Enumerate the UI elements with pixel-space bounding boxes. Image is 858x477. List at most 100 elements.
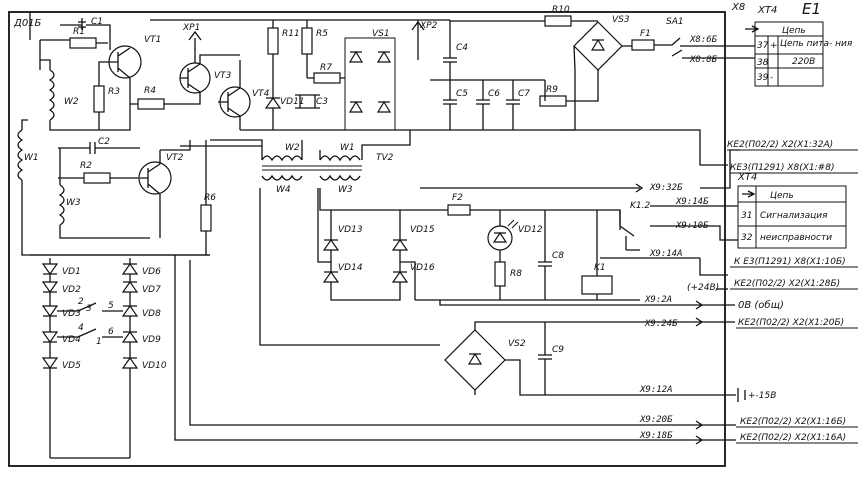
- label-r7: R7: [320, 63, 332, 73]
- resistor-r11: [267, 27, 279, 55]
- bridge-vs1-frame: [344, 37, 396, 131]
- resistor-r8: [494, 261, 506, 287]
- label-vd16: VD16: [410, 263, 435, 273]
- diode-vd5: [41, 357, 59, 370]
- label-w3b: W3: [338, 185, 353, 195]
- label-c2: C2: [98, 137, 110, 147]
- label-vs3: VS3: [612, 15, 630, 25]
- terminal-x-2a: X9:2А: [644, 295, 672, 305]
- wire: [317, 188, 416, 301]
- resistor-r7: [313, 72, 341, 84]
- table-mid-arrow: [742, 190, 756, 198]
- ext-label-2: КЕ3(П1291) Х8(Х1:#8): [730, 163, 834, 173]
- label-r4: R4: [144, 86, 156, 96]
- wire: [40, 59, 131, 131]
- terminal-x8-6b: X8:6Б: [689, 35, 718, 45]
- capacitor-c2: [58, 142, 140, 154]
- thyristor-vs1-d: [376, 100, 392, 113]
- table-top-header: Цепь: [782, 26, 806, 36]
- tv2-secondary: [261, 174, 361, 181]
- terminal-x9-12a: X9:12А: [639, 385, 673, 395]
- terminal-x-24b: X9:24Б: [644, 319, 678, 329]
- wire: [474, 359, 700, 396]
- line-x-18b: [174, 255, 704, 445]
- label-r8: R8: [510, 269, 522, 279]
- winding-w1: [17, 129, 24, 181]
- label-r9: R9: [546, 85, 558, 95]
- label-vd11: VD11: [280, 97, 305, 107]
- table-mid-grid: [738, 186, 846, 248]
- capacitor-c4-c5: [443, 20, 457, 130]
- switch-num-4: 4: [78, 323, 84, 333]
- wire: [699, 258, 728, 276]
- thyristor-vs1-b: [376, 50, 392, 63]
- label-vd4: VD4: [62, 335, 81, 345]
- connector-xt4-top: XT4: [757, 5, 777, 16]
- resistor-r3: [93, 85, 105, 113]
- wire: [60, 24, 111, 50]
- label-c8: C8: [552, 251, 564, 261]
- label-tv2: TV2: [376, 153, 394, 163]
- capacitor-c6: [476, 80, 490, 130]
- label-f2: F2: [452, 193, 463, 203]
- fuse-f1: [631, 39, 655, 51]
- table-mid-pin-32: 32: [741, 233, 753, 243]
- label-vd12: VD12: [518, 225, 543, 235]
- thyristor-vs1-a: [348, 50, 364, 63]
- tv2-core: [262, 165, 362, 171]
- table-top-text-37: Цепь пита- ния: [780, 39, 853, 49]
- label-c4: C4: [456, 43, 468, 53]
- wire: [700, 45, 755, 59]
- label-vd8: VD8: [142, 309, 161, 319]
- xp1-arrow: [188, 30, 202, 41]
- switch-sa1: [622, 37, 700, 59]
- wire: [272, 20, 308, 98]
- terminal-x9-10b: X9:10Б: [675, 221, 709, 231]
- table-top-pin-39: 39: [757, 73, 769, 83]
- diode-vd1: [41, 263, 59, 276]
- line-x9-32b: [180, 145, 644, 193]
- transistor-vt4-leads: [218, 60, 241, 130]
- xp2-contact: [411, 20, 425, 60]
- relay-k1: [581, 275, 613, 295]
- resistor-r6: [200, 204, 212, 232]
- label-xp2: XP2: [419, 21, 438, 31]
- diode-vd9: [121, 330, 139, 343]
- label-c3: C3: [316, 97, 328, 107]
- label-vt3: VT3: [214, 71, 232, 81]
- block-title: Д01Б: [13, 18, 42, 29]
- label-w2a: W2: [64, 97, 79, 107]
- ext-label-6: КЕ2(П02/2) Х2(Х1:20Б): [738, 318, 844, 328]
- label-r3: R3: [108, 87, 120, 97]
- table-top-text-38: 220В: [792, 57, 815, 67]
- winding-w2: [48, 69, 55, 121]
- relay-contact-k1-2: [619, 210, 640, 251]
- switch-num-6: 6: [108, 327, 114, 337]
- diode-vd11: [264, 96, 282, 109]
- label-vs2: VS2: [508, 339, 526, 349]
- fuse-f2: [447, 204, 471, 216]
- diode-ladder-rails: [30, 254, 210, 459]
- label-c9: C9: [552, 345, 564, 355]
- wire: [21, 119, 210, 256]
- ext-label-3: К Е3(П1291) Х8(Х1:10Б): [734, 257, 846, 267]
- label-vt2: VT2: [166, 153, 184, 163]
- ext-label-9: КЕ2(П02/2) Х2(Х1:16А): [740, 433, 846, 443]
- label-vd7: VD7: [142, 285, 161, 295]
- block-frame: [8, 11, 726, 467]
- resistor-r1: [69, 37, 97, 49]
- label-r2: R2: [80, 161, 92, 171]
- switch-num-5: 5: [108, 301, 114, 311]
- led-vd12-diode: [492, 231, 508, 243]
- resistor-r5: [301, 27, 313, 55]
- tv2-primary: [261, 155, 361, 162]
- diode-vd4: [41, 331, 59, 344]
- transistor-vt2-leads: [140, 150, 161, 238]
- label-vd13: VD13: [338, 225, 363, 235]
- wire: [700, 388, 746, 402]
- bridge-vs3-diode: [590, 38, 606, 51]
- wire: [130, 54, 240, 105]
- terminal-x9-14a: X9:14А: [649, 249, 683, 259]
- diode-vd6: [121, 262, 139, 275]
